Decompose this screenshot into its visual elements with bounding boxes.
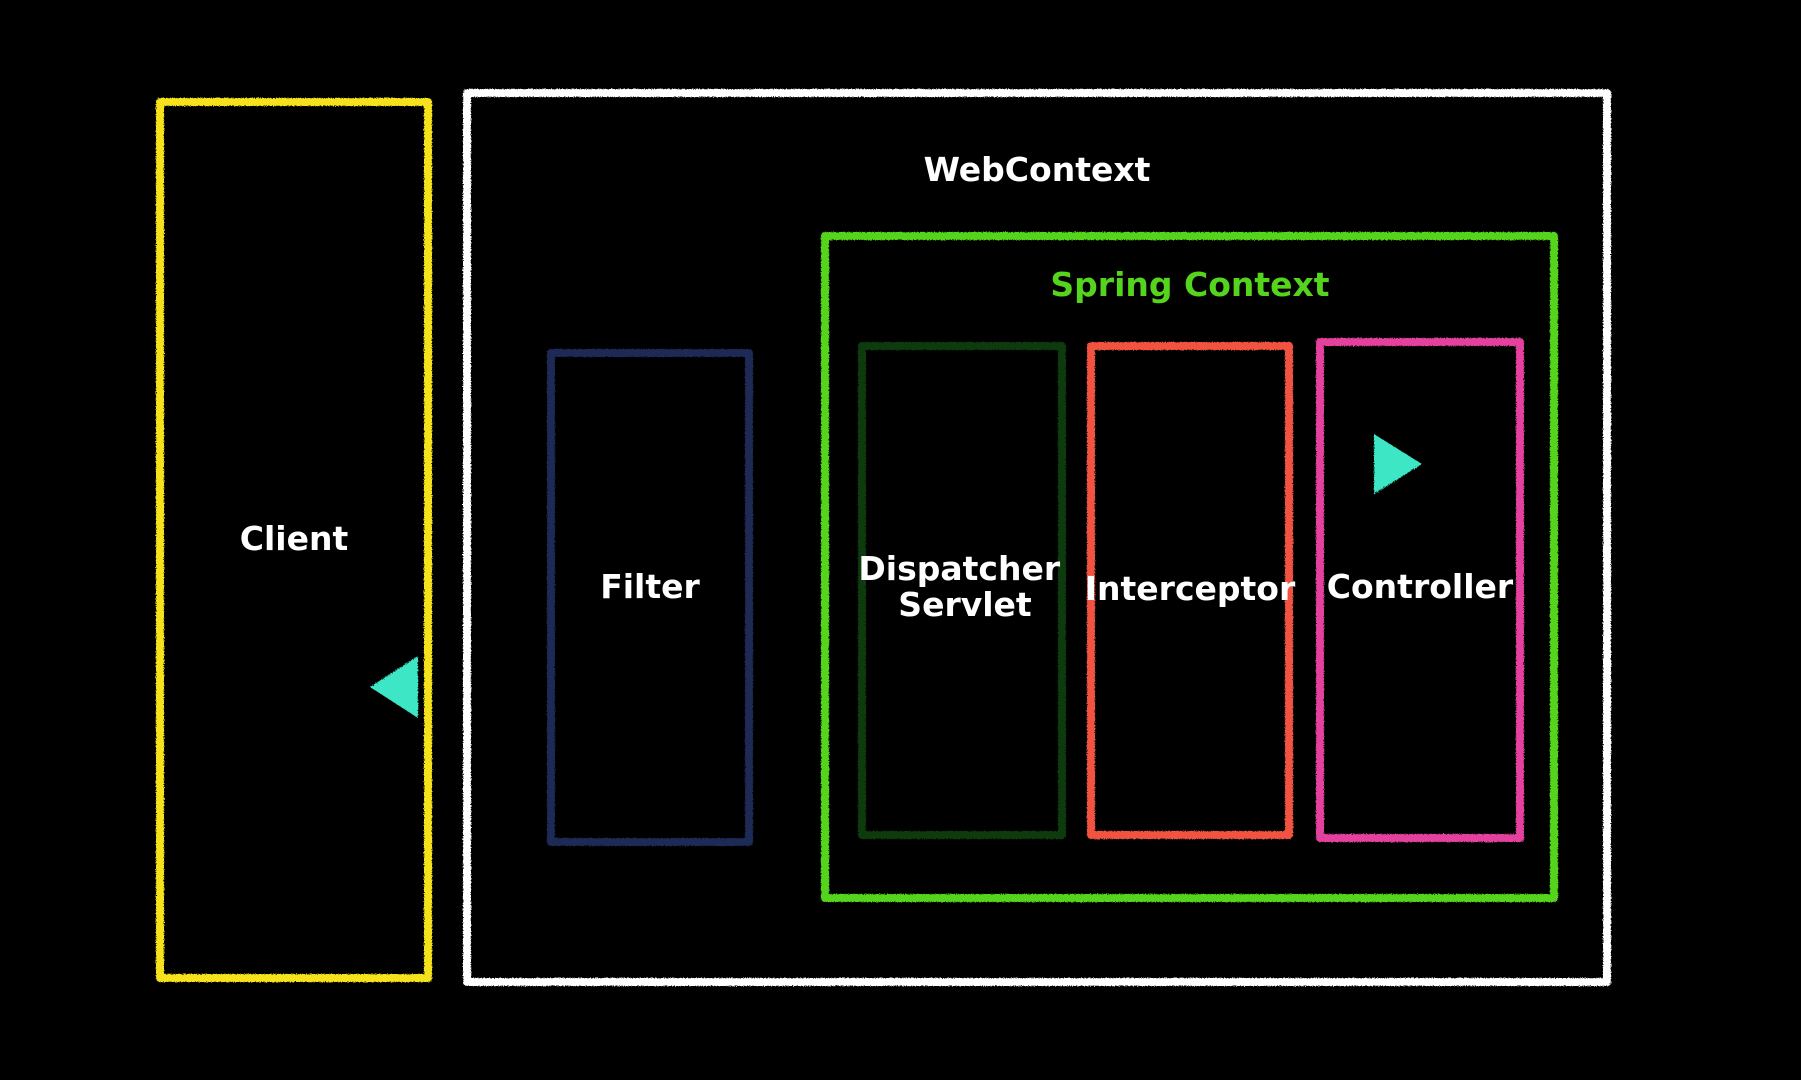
interceptor-frame (1087, 342, 1293, 839)
controller-box: Controller (1316, 338, 1524, 842)
spring-context-title: Spring Context (1050, 265, 1329, 304)
filter-frame (547, 349, 753, 846)
dispatcher-servlet-label-line2: Servlet (898, 585, 1032, 624)
request-arrow (367, 434, 1422, 494)
client-frame (156, 98, 432, 982)
interceptor-label: Interceptor (1085, 569, 1296, 608)
web-context-frame (463, 89, 1611, 986)
response-arrow (370, 656, 1426, 718)
controller-frame (1316, 338, 1524, 842)
arrow-right-icon (1374, 434, 1422, 494)
dispatcher-servlet-box: Dispatcher Servlet (858, 342, 1071, 839)
dispatcher-servlet-label: Dispatcher Servlet (858, 549, 1071, 624)
dispatcher-servlet-label-line1: Dispatcher (858, 549, 1060, 588)
interceptor-box: Interceptor (1085, 342, 1296, 839)
filter-box: Filter (547, 349, 753, 846)
client-label: Client (240, 519, 349, 558)
spring-context-box: Spring Context (821, 232, 1558, 902)
arrow-left-icon (370, 656, 418, 718)
web-context-box: WebContext (463, 89, 1611, 986)
filter-label: Filter (600, 567, 700, 606)
dispatcher-servlet-frame (858, 342, 1066, 839)
spring-context-frame (821, 232, 1558, 902)
web-context-title: WebContext (924, 150, 1151, 189)
controller-label: Controller (1327, 567, 1514, 606)
client-box: Client (156, 98, 432, 982)
